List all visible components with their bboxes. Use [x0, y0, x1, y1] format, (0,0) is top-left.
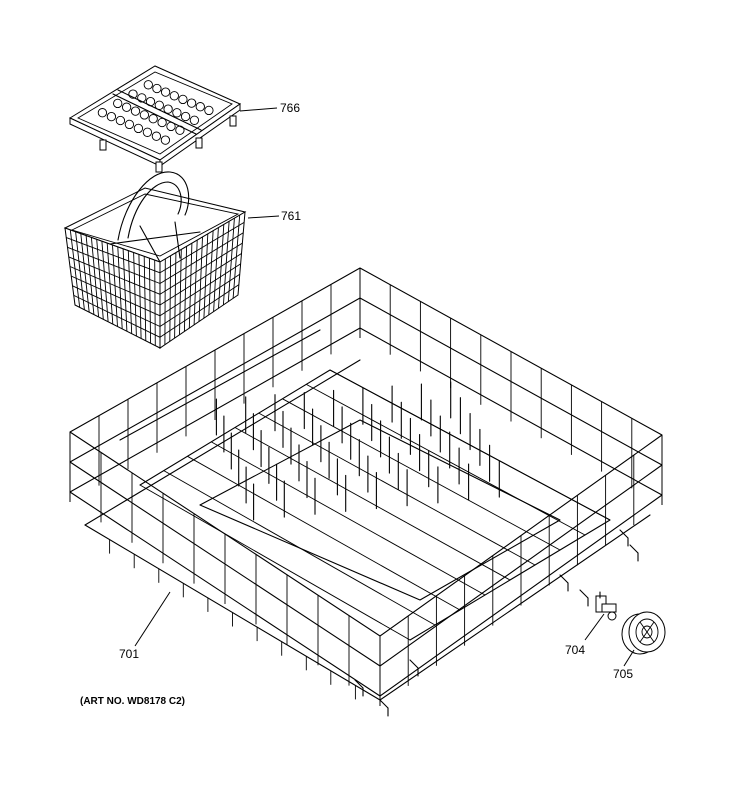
wire-segment	[68, 256, 161, 295]
wire-segment	[579, 589, 589, 599]
part-label-704: 704	[565, 643, 585, 657]
cover-hole	[113, 98, 123, 109]
part-label-701: 701	[119, 647, 139, 661]
cover-hole	[128, 89, 138, 99]
cover-hole	[142, 127, 153, 137]
art-number: (ART NO. WD8178 C2)	[80, 696, 185, 707]
cover-hole	[175, 125, 185, 135]
wire-segment	[258, 412, 536, 566]
part-label-766: 766	[280, 101, 300, 115]
cover-hole	[115, 115, 126, 126]
cover-hole	[130, 106, 141, 116]
wire-segment	[159, 284, 240, 338]
cover-hole	[137, 93, 147, 103]
cover-hole	[139, 110, 150, 120]
cover-hole	[152, 83, 162, 94]
wire-segment	[66, 237, 161, 274]
cover-hole	[189, 115, 200, 125]
cover-hole	[121, 102, 132, 112]
rack-roller-wheel-drawing	[621, 611, 666, 655]
cover-hole	[172, 108, 182, 118]
cover-hole	[204, 105, 214, 116]
leader-705	[623, 649, 635, 667]
wire-segment	[73, 294, 161, 338]
cover-hole	[154, 100, 164, 110]
cover-hole	[178, 94, 188, 105]
leader-704	[584, 613, 605, 641]
leader-701	[134, 591, 171, 647]
wire-segment	[629, 544, 639, 554]
cover-hole	[180, 111, 191, 122]
wire-segment	[409, 659, 419, 669]
cover-hole	[169, 91, 179, 101]
wire-segment	[354, 679, 364, 689]
wire-segment	[159, 242, 243, 295]
wire-segment	[139, 484, 411, 641]
wire-segment	[67, 246, 161, 284]
cover-hole	[195, 102, 205, 112]
wire-segment	[282, 398, 561, 551]
wire-segment	[306, 384, 586, 536]
part-label-705: 705	[613, 667, 633, 681]
cover-hole	[160, 135, 171, 145]
cover-hole	[151, 131, 162, 141]
rack-roller-axle-drawing	[595, 591, 617, 621]
wire-segment	[211, 441, 486, 596]
wire-segment	[159, 263, 241, 317]
wire-segment	[234, 427, 511, 581]
part-label-761: 761	[281, 209, 301, 223]
leader-761	[247, 215, 280, 219]
cover-hole	[145, 96, 156, 107]
wire-segment	[71, 275, 161, 317]
wire-segment	[159, 222, 245, 274]
wire-segment	[619, 529, 629, 539]
cover-hole	[97, 108, 108, 118]
cover-hole	[160, 87, 171, 97]
wire-segment	[72, 285, 161, 327]
utensil-basket-drawing	[63, 171, 247, 349]
cover-hole	[163, 104, 173, 114]
cover-hole	[148, 114, 158, 124]
wire-segment	[379, 699, 389, 709]
wire-segment	[159, 273, 241, 327]
cover-hole	[143, 80, 153, 90]
cover-hole	[106, 111, 117, 122]
leader-766	[239, 107, 278, 112]
wire-segment	[559, 574, 569, 584]
wire-segment	[159, 232, 244, 284]
cover-hole	[157, 117, 167, 128]
utensil-basket-cover-drawing	[68, 65, 242, 173]
lower-rack-drawing	[69, 267, 663, 717]
cover-hole	[124, 119, 135, 130]
cover-hole	[166, 121, 176, 132]
wire-segment	[187, 455, 461, 611]
wire-segment	[159, 253, 242, 306]
cover-hole	[133, 123, 144, 134]
cover-hole	[186, 98, 197, 108]
wire-segment	[69, 266, 161, 306]
